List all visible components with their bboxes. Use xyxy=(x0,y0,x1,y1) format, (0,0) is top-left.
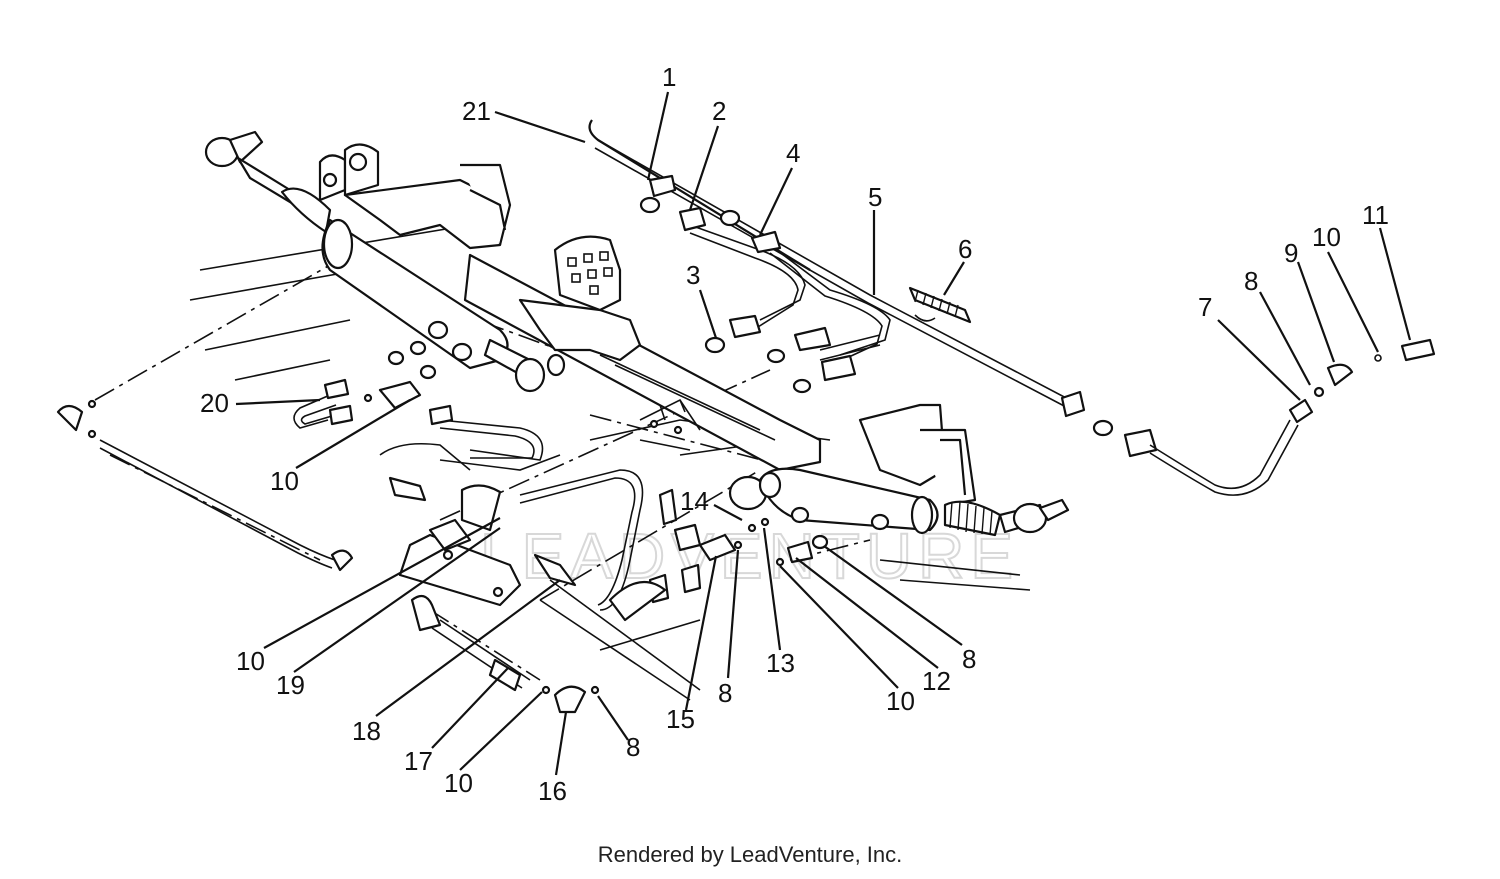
callout-1: 1 xyxy=(662,62,676,92)
frame-outline xyxy=(189,224,1031,701)
callout-14: 14 xyxy=(680,486,709,516)
callout-17: 17 xyxy=(404,746,433,776)
left-steering-cylinder xyxy=(204,130,566,393)
center-frame-beam xyxy=(463,235,822,472)
leader-lines xyxy=(235,91,1412,776)
callout-8a: 8 xyxy=(1244,266,1258,296)
callout-5: 5 xyxy=(868,182,882,212)
callout-10c: 10 xyxy=(236,646,265,676)
callout-7: 7 xyxy=(1198,292,1212,322)
callout-16: 16 xyxy=(538,776,567,806)
right-steering-cylinder xyxy=(728,403,1070,537)
hose-left xyxy=(56,340,437,572)
callout-8c: 8 xyxy=(718,678,732,708)
callout-8d: 8 xyxy=(962,644,976,674)
callout-10a: 10 xyxy=(1312,222,1341,252)
callout-18: 18 xyxy=(352,716,381,746)
lower-hoses xyxy=(379,399,829,714)
callout-2: 2 xyxy=(712,96,726,126)
callout-20: 20 xyxy=(200,388,229,418)
callout-6: 6 xyxy=(958,234,972,264)
hose-right xyxy=(1060,338,1436,496)
callout-8b: 8 xyxy=(626,732,640,762)
callout-10e: 10 xyxy=(886,686,915,716)
callout-19: 19 xyxy=(276,670,305,700)
callout-3: 3 xyxy=(686,260,700,290)
callout-10d: 10 xyxy=(444,768,473,798)
callout-9: 9 xyxy=(1284,238,1298,268)
callouts: 1 2 3 4 5 6 7 8 9 10 11 21 20 10 14 10 1… xyxy=(200,62,1389,806)
callout-10b: 10 xyxy=(270,466,299,496)
callout-12: 12 xyxy=(922,666,951,696)
footer-credit: Rendered by LeadVenture, Inc. xyxy=(597,842,903,867)
callout-11: 11 xyxy=(1362,200,1389,230)
callout-21: 21 xyxy=(462,96,491,126)
callout-15: 15 xyxy=(666,704,695,734)
callout-4: 4 xyxy=(786,138,800,168)
fittings-top xyxy=(639,174,972,394)
callout-13: 13 xyxy=(766,648,795,678)
